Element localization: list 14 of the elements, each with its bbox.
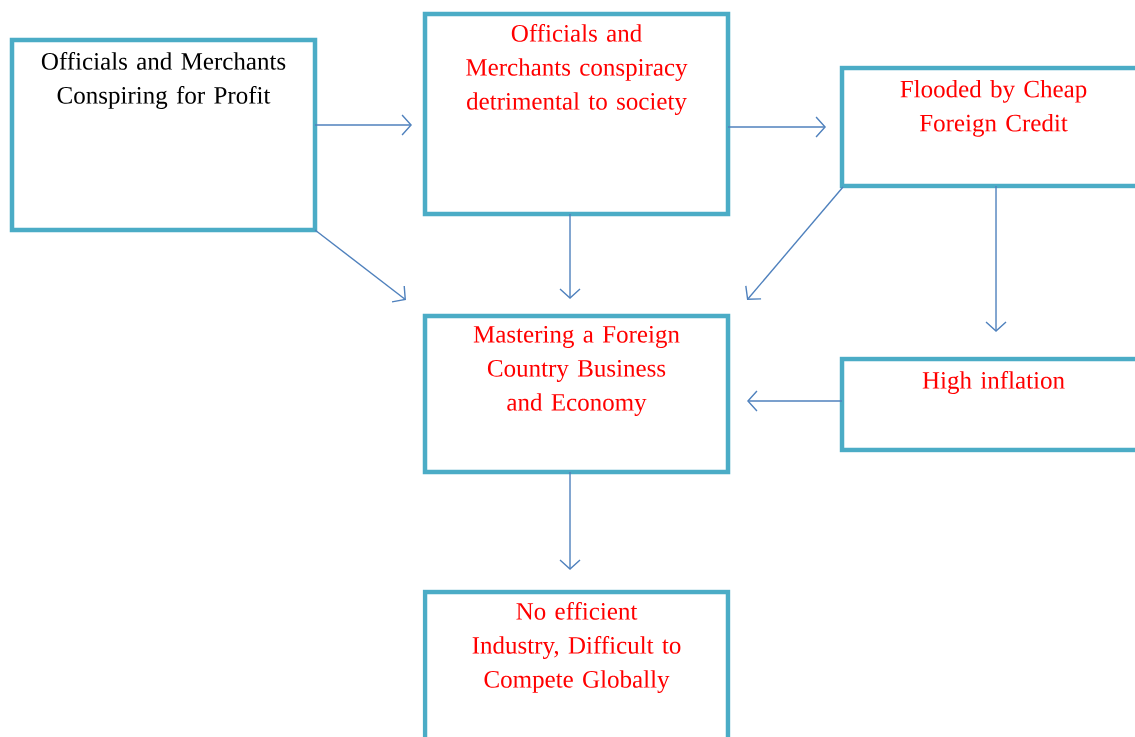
arrow	[559, 213, 581, 299]
arrow	[314, 114, 412, 136]
arrow	[747, 390, 843, 412]
arrow	[985, 185, 1007, 332]
process-box: High inflation	[839, 356, 1135, 453]
process-box: Officials and Merchants Conspiring for Profit	[9, 37, 318, 233]
process-box: Flooded by Cheap Foreign Credit	[839, 65, 1135, 189]
arrow	[559, 471, 581, 570]
arrow	[314, 229, 406, 303]
process-box: Mastering a Foreign Country Business and Economy	[422, 313, 731, 475]
process-box: Officials and Merchants conspiracy detrimental to society	[422, 11, 731, 217]
arrow	[727, 116, 826, 138]
arrow	[745, 186, 844, 300]
process-box: No efficient Industry, Difficult to Compete Globally	[422, 589, 731, 737]
